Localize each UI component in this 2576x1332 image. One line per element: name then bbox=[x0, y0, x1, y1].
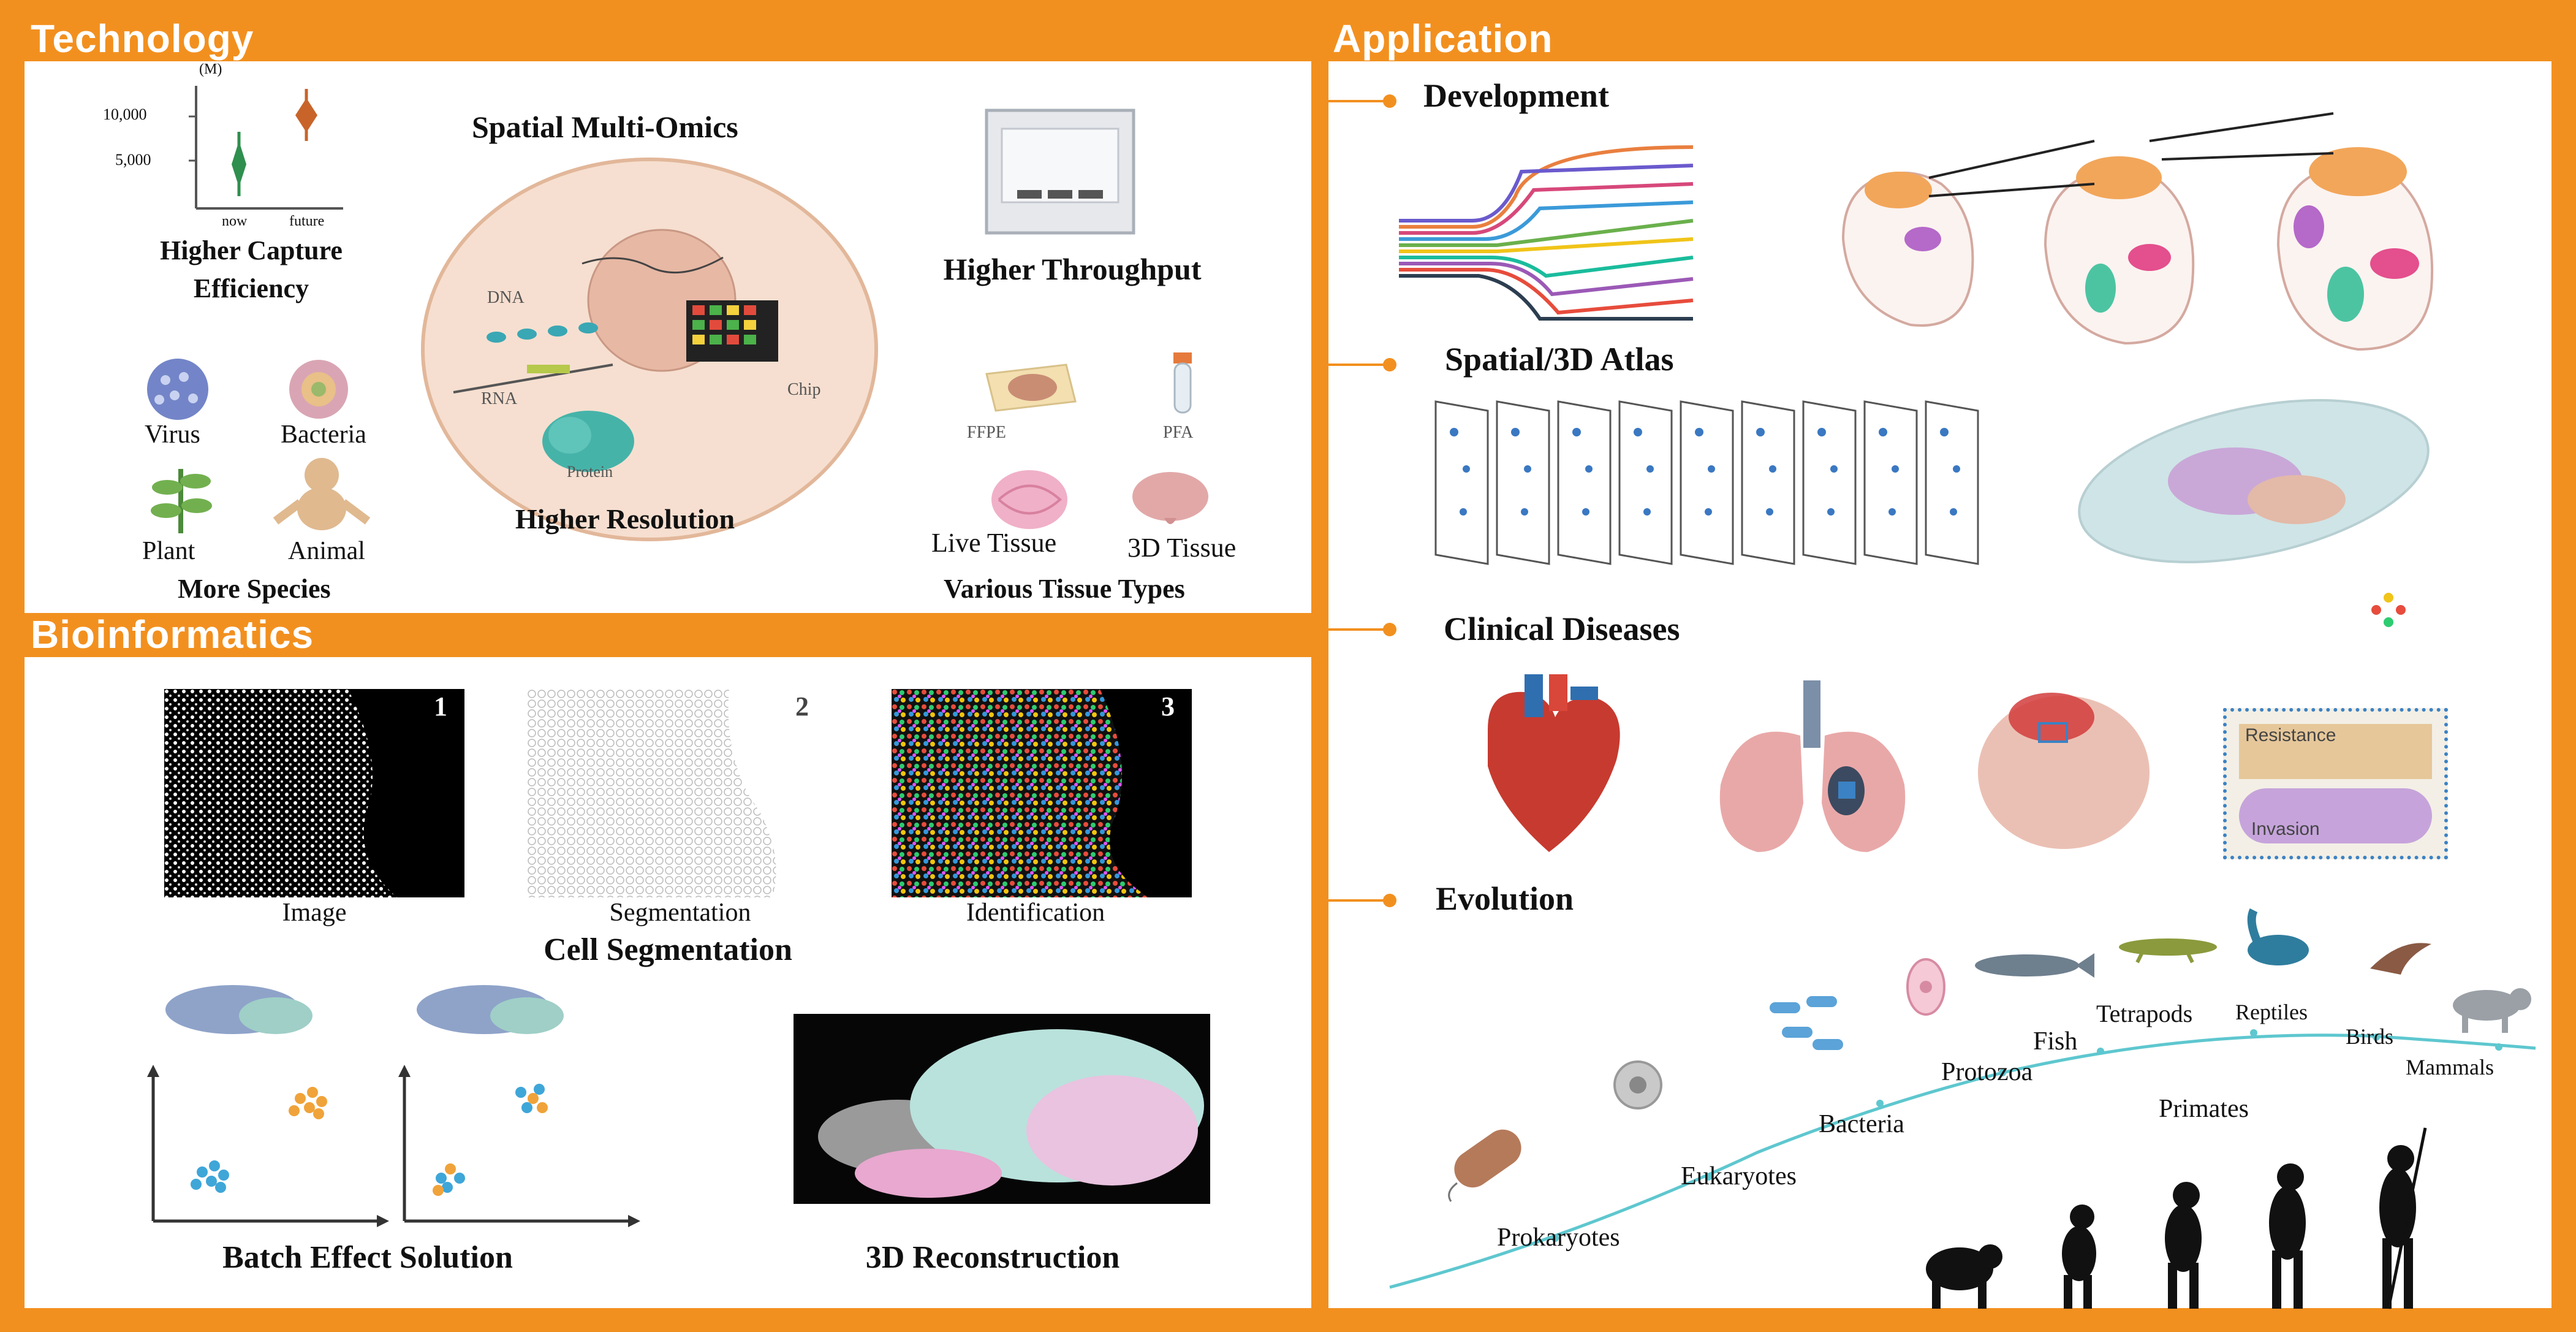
evolution-curve bbox=[1389, 1029, 2536, 1289]
section-clinical: Clinical Diseases bbox=[1444, 611, 1680, 647]
tick-low: 5,000 bbox=[115, 151, 151, 169]
atlas-slices bbox=[1434, 400, 1979, 565]
step-1-number: 1 bbox=[434, 691, 447, 721]
bioinformatics-header: Bioinformatics bbox=[31, 612, 314, 656]
reconstruction-label: 3D Reconstruction bbox=[865, 1240, 1120, 1275]
invasion-label: Invasion bbox=[2251, 819, 2320, 839]
evo-mammals: Mammals bbox=[2406, 1055, 2494, 1079]
evo-eukaryotes: Eukaryotes bbox=[1681, 1162, 1797, 1190]
species-caption: More Species bbox=[178, 574, 331, 604]
sequencer-icon bbox=[985, 108, 1135, 235]
resistance-label: Resistance bbox=[2245, 725, 2336, 745]
plant-icon bbox=[151, 469, 212, 533]
evo-fish: Fish bbox=[2033, 1027, 2078, 1056]
evo-bacteria: Bacteria bbox=[1819, 1110, 1904, 1138]
protozoa-icon bbox=[1906, 958, 1945, 1016]
protein-label: Protein bbox=[567, 463, 613, 481]
step-3-number: 3 bbox=[1161, 691, 1175, 721]
tissue-caption: Various Tissue Types bbox=[944, 574, 1185, 604]
step-2-number: 2 bbox=[795, 691, 809, 721]
invasion-region bbox=[2239, 788, 2432, 843]
animal-label: Animal bbox=[288, 537, 365, 565]
bacteria-label: Bacteria bbox=[281, 421, 366, 449]
batch-effect-label: Batch Effect Solution bbox=[222, 1240, 513, 1275]
application-panel: Development Spatial/3D Atlas bbox=[1328, 61, 2551, 1309]
section-development: Development bbox=[1423, 77, 1609, 114]
animal-icon bbox=[273, 458, 371, 530]
step-1-label: Image bbox=[282, 899, 347, 927]
raw-image-panel bbox=[164, 689, 464, 897]
capture-label-1: Higher Capture bbox=[160, 235, 343, 265]
segmentation-panel bbox=[527, 689, 821, 897]
evo-tetrapods: Tetrapods bbox=[2096, 1000, 2193, 1027]
bacteria-evo-icon bbox=[1770, 996, 1843, 1050]
virus-icon bbox=[147, 359, 208, 420]
pfa-label: PFA bbox=[1163, 423, 1194, 442]
pfa-tube-icon bbox=[1173, 352, 1192, 414]
reptile-icon bbox=[2247, 908, 2309, 965]
ffpe-label: FFPE bbox=[967, 423, 1006, 442]
section-bullet-development bbox=[1328, 94, 1396, 108]
resolution-label: Higher Resolution bbox=[515, 503, 735, 535]
3d-tissue-brain-icon bbox=[1132, 472, 1208, 524]
lungs-icon bbox=[1719, 680, 1906, 852]
fish-icon bbox=[1975, 953, 2094, 978]
section-bullet-atlas bbox=[1328, 358, 1396, 371]
batch-plot-after bbox=[398, 985, 640, 1227]
resistance-region bbox=[2239, 724, 2432, 779]
evo-primates: Primates bbox=[2159, 1095, 2249, 1123]
technology-panel: 10,000 5,000 (M) now future Higher Captu… bbox=[25, 61, 1311, 613]
tumor-panel: Resistance Invasion bbox=[2223, 708, 2448, 859]
lineage-tree bbox=[1399, 145, 1694, 321]
3d-atlas-embryo bbox=[2078, 399, 2430, 627]
chip-label: Chip bbox=[787, 380, 821, 399]
throughput-label: Higher Throughput bbox=[943, 252, 1202, 286]
rna-label: RNA bbox=[481, 389, 518, 408]
x-now: now bbox=[222, 213, 248, 229]
brain-tumor-icon bbox=[1978, 693, 2150, 849]
section-bullet-clinical bbox=[1328, 623, 1396, 636]
capture-label-2: Efficiency bbox=[193, 273, 309, 303]
live-tissue-icon bbox=[991, 470, 1067, 529]
mammal-icon bbox=[2453, 988, 2531, 1033]
evo-prokaryotes: Prokaryotes bbox=[1497, 1224, 1620, 1252]
evo-protozoa: Protozoa bbox=[1941, 1058, 2033, 1086]
section-evolution: Evolution bbox=[1436, 880, 1574, 917]
section-bullet-evolution bbox=[1328, 894, 1396, 907]
x-future: future bbox=[289, 213, 325, 229]
primate-evolution-silhouettes bbox=[1926, 1127, 2427, 1309]
3d-tissue-label: 3D Tissue bbox=[1127, 533, 1237, 563]
y-unit: (M) bbox=[199, 61, 222, 77]
technology-header: Technology bbox=[31, 17, 254, 61]
plant-label: Plant bbox=[142, 537, 195, 565]
step-3-label: Identification bbox=[966, 899, 1105, 927]
virus-label: Virus bbox=[145, 421, 200, 449]
tetrapod-icon bbox=[2119, 938, 2217, 964]
heart-icon bbox=[1488, 674, 1620, 852]
step-2-label: Segmentation bbox=[609, 899, 751, 927]
3d-reconstruction-image bbox=[794, 1014, 1210, 1204]
ffpe-icon bbox=[985, 363, 1077, 412]
application-header: Application bbox=[1333, 17, 1553, 61]
dna-label: DNA bbox=[487, 288, 525, 307]
batch-plot-before bbox=[147, 985, 389, 1227]
bird-icon bbox=[2370, 943, 2431, 975]
cell-diagram bbox=[421, 158, 878, 541]
spatial-title: Spatial Multi-Omics bbox=[472, 110, 738, 144]
evo-birds: Birds bbox=[2346, 1024, 2394, 1049]
eukaryote-icon bbox=[1613, 1060, 1662, 1109]
section-atlas: Spatial/3D Atlas bbox=[1445, 341, 1674, 378]
embryo-stages bbox=[1841, 112, 2434, 351]
tick-high: 10,000 bbox=[103, 105, 147, 123]
prokaryote-icon bbox=[1448, 1129, 1521, 1202]
capture-efficiency-chart bbox=[189, 86, 343, 210]
bacteria-icon bbox=[289, 360, 348, 419]
cell-segmentation-label: Cell Segmentation bbox=[544, 932, 792, 967]
live-tissue-label: Live Tissue bbox=[931, 528, 1057, 558]
bioinformatics-panel: 1 2 3 Image Segmentation Identification … bbox=[25, 657, 1311, 1308]
identification-panel bbox=[892, 689, 1192, 897]
evo-reptiles: Reptiles bbox=[2235, 1000, 2308, 1024]
